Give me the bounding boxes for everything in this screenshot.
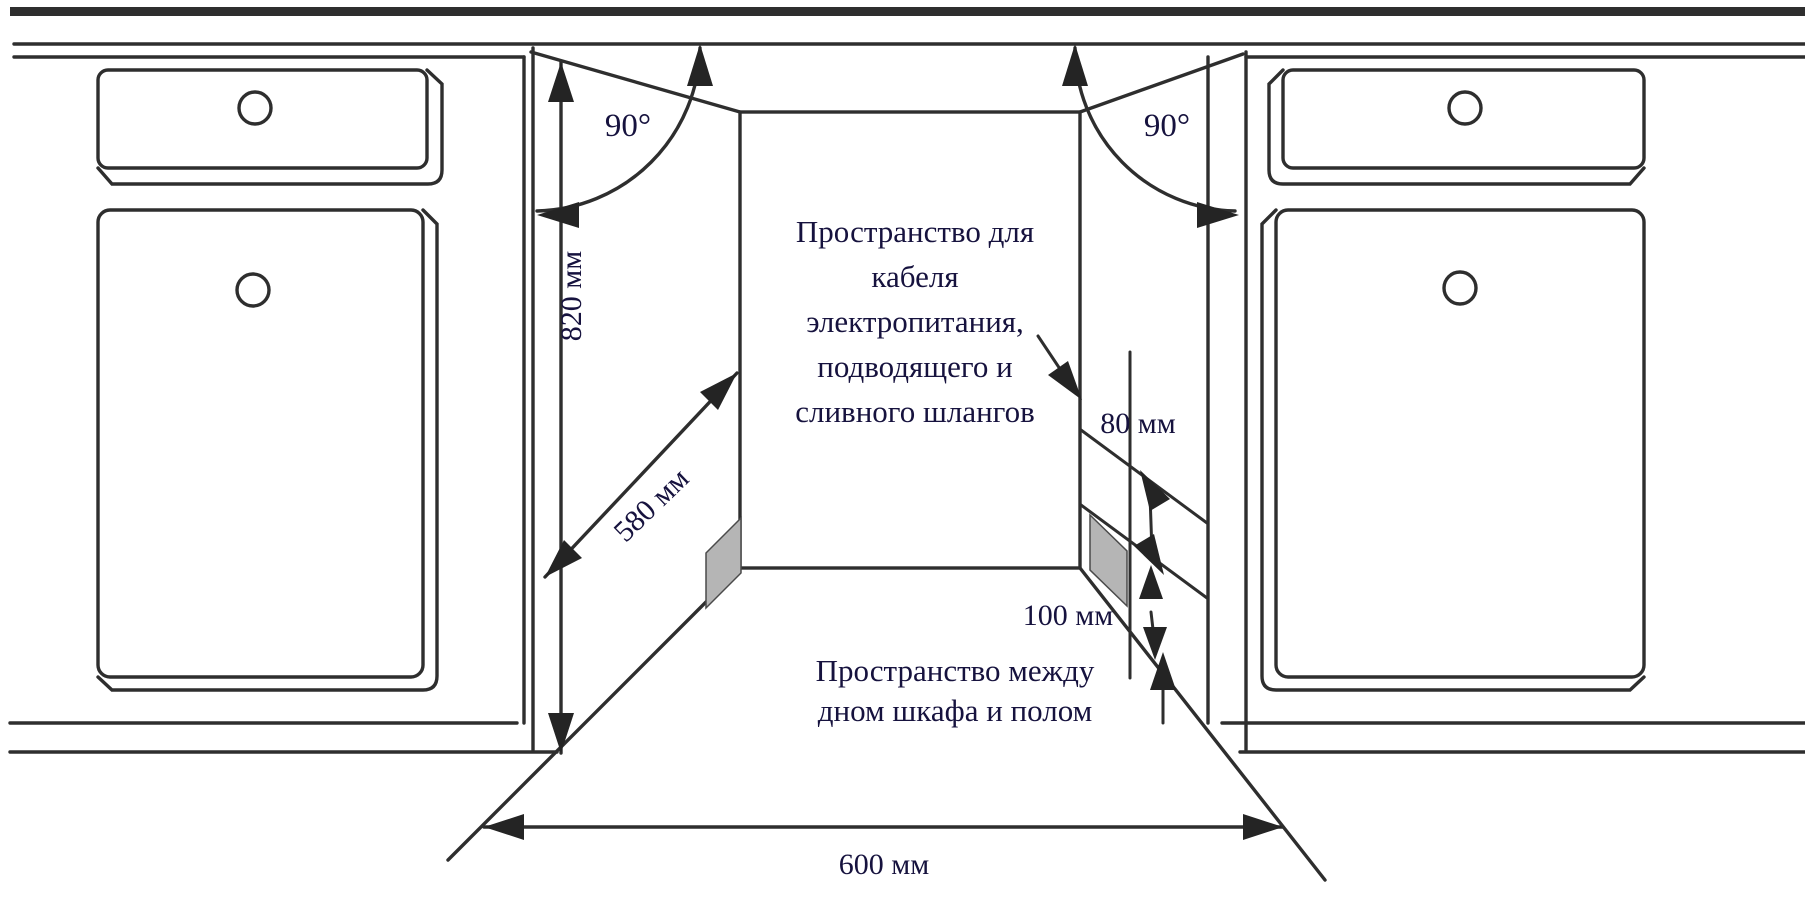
niche-ceiling-edge-right	[1078, 52, 1245, 114]
niche-ceiling-edge-left	[529, 50, 742, 114]
niche	[8, 46, 1805, 882]
hose-gap-label: 80 мм	[1100, 407, 1175, 440]
left-cabinet	[96, 68, 444, 692]
arrowhead-820-top	[548, 62, 574, 102]
arrowhead-80-bottom	[1134, 534, 1164, 575]
floor-note: Пространство между дном шкафа и полом	[816, 653, 1095, 728]
spacer-block-right	[1089, 513, 1128, 608]
arrowhead-600-left	[484, 814, 524, 840]
right-drawer-front	[1281, 68, 1646, 170]
left-door-knob	[235, 272, 271, 308]
dim-580-line	[543, 371, 739, 579]
dimension-lines	[482, 44, 1285, 840]
niche-back-wall	[738, 110, 1082, 570]
hose-note-line-2: кабеля	[871, 259, 958, 294]
countertop-top-edge	[10, 7, 1805, 16]
arrowhead-floor-pointer	[1150, 652, 1176, 690]
right-drawer-bevel	[1267, 68, 1646, 186]
niche-height-label: 820 мм	[555, 251, 588, 341]
left-drawer-knob	[237, 90, 273, 126]
floor-note-line-1: Пространство между	[816, 653, 1095, 688]
left-door-front	[96, 208, 425, 679]
labels: 90° 90° 820 мм 580 мм 600 мм 80 мм 100 м…	[555, 108, 1190, 881]
countertop	[10, 7, 1805, 59]
hose-note-line-1: Пространство для	[796, 214, 1034, 249]
right-door-front	[1274, 208, 1646, 679]
niche-floor-edge-left	[446, 566, 742, 862]
niche-width-label: 600 мм	[839, 848, 929, 881]
left-drawer-front	[96, 68, 429, 170]
door-angle-label-right: 90°	[1144, 108, 1190, 144]
arrowhead-100-top	[1139, 565, 1163, 599]
right-door-knob	[1442, 270, 1478, 306]
arrowhead-arc-left-up	[687, 44, 713, 86]
floor-gap-label: 100 мм	[1023, 599, 1113, 632]
arrowhead-580-upper	[700, 373, 737, 410]
right-cabinet	[1260, 68, 1646, 692]
arrowhead-80-top	[1140, 470, 1170, 511]
arrowhead-arc-right-end	[1197, 202, 1239, 228]
right-door-bevel	[1260, 208, 1646, 692]
arrowhead-100-bottom	[1143, 627, 1167, 660]
door-angle-label-left: 90°	[605, 108, 651, 144]
left-door-bevel	[96, 208, 439, 692]
arrowhead-580-lower	[545, 540, 582, 577]
arrowhead-820-bottom	[548, 713, 574, 753]
niche-depth-label: 580 мм	[607, 462, 695, 549]
left-drawer-bevel	[96, 68, 444, 186]
hose-note-line-5: сливного шлангов	[795, 394, 1035, 429]
hose-note: Пространство для кабеля электропитания, …	[795, 214, 1035, 429]
arrowhead-arc-right-up	[1062, 44, 1088, 86]
spacer-block-left	[705, 516, 742, 610]
floor-note-line-2: дном шкафа и полом	[818, 693, 1092, 728]
arrowhead-arc-left-end	[537, 202, 579, 228]
hose-note-line-4: подводящего и	[817, 349, 1012, 384]
hose-note-line-3: электропитания,	[806, 304, 1024, 339]
right-drawer-knob	[1447, 90, 1483, 126]
hose-note-pointer-line	[1036, 334, 1064, 374]
arrowhead-600-right	[1243, 814, 1283, 840]
arrowhead-hose-pointer	[1048, 361, 1082, 400]
